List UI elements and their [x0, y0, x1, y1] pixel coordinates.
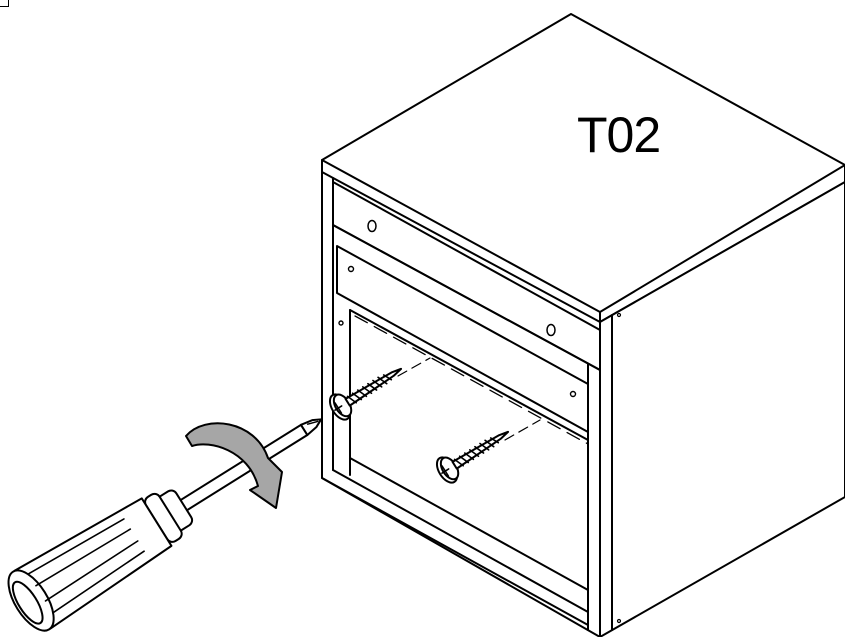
bottom-panel-top-edge: [332, 469, 589, 613]
cabinet: [321, 13, 845, 637]
rotation-arrow-icon: [185, 422, 283, 509]
side-hole: [616, 312, 622, 318]
screw-guide-line: [504, 419, 541, 441]
screw-guide-line: [397, 357, 431, 377]
part-label: T02: [577, 107, 661, 163]
rail-hole: [347, 265, 355, 273]
back-rail: [336, 245, 589, 433]
bottom-panel-edge: [321, 477, 589, 626]
screwdriver-icon: [7, 418, 323, 632]
rail-hole: [367, 219, 377, 233]
side-hole: [616, 618, 622, 624]
screw-icon: [435, 430, 510, 484]
cabinet-side-panel: [599, 181, 845, 637]
bottom-panel-inner: [349, 457, 589, 591]
rail-hole: [569, 390, 577, 398]
back-rail-shadow: [349, 309, 589, 441]
upper-rail-bottom: [332, 224, 601, 371]
side-hole: [338, 320, 344, 326]
screw-icon: [328, 367, 403, 421]
rail-hole: [546, 323, 556, 337]
hidden-line: [354, 315, 589, 445]
corner-marker: [0, 0, 9, 7]
